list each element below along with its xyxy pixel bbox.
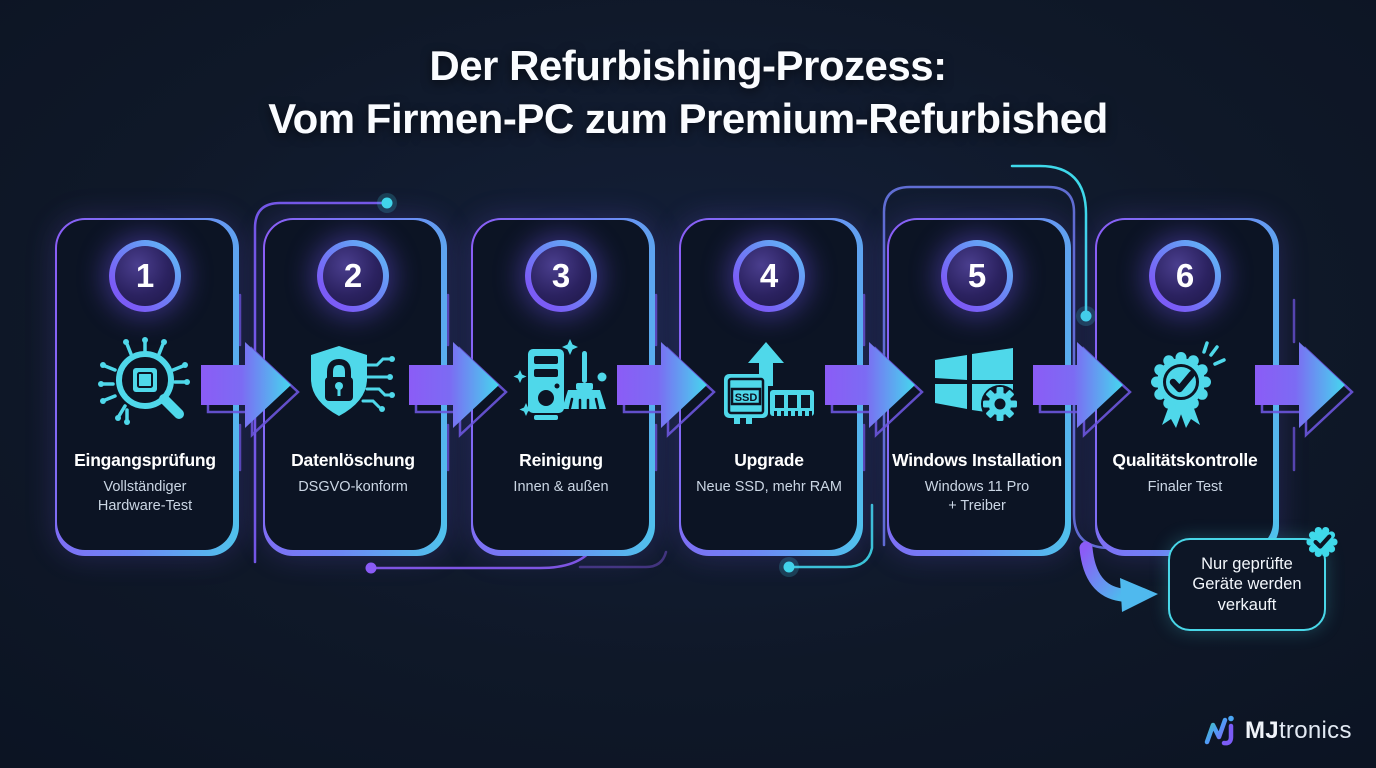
step-title: Windows Installation	[892, 450, 1062, 470]
step-card-2: 2 Da	[263, 218, 447, 556]
shield-lock-icon	[265, 324, 441, 444]
step-number: 2	[343, 257, 363, 294]
step-card-1: 1	[55, 218, 239, 556]
callout-box: Nur geprüfte Geräte werden verkauft	[1168, 538, 1326, 631]
quality-seal-icon	[1097, 324, 1273, 444]
step-subtitle: Finaler Test	[1147, 479, 1223, 496]
step-number: 5	[967, 257, 987, 294]
step-title: Eingangsprüfung	[74, 450, 216, 470]
circuit-dot	[1080, 310, 1092, 322]
step-title: Reinigung	[519, 450, 603, 470]
verified-badge-icon	[1306, 526, 1338, 558]
step-6-number-badge: 6	[1149, 240, 1221, 312]
pc-cleaning-icon	[473, 324, 649, 444]
page-title: Der Refurbishing-Prozess: Vom Firmen-PC …	[0, 40, 1376, 146]
step-subtitle: Innen & außen	[513, 479, 609, 496]
step-1-number-badge: 1	[109, 240, 181, 312]
step-number: 6	[1175, 257, 1195, 294]
brand-name-bold: MJ	[1245, 717, 1279, 744]
brand-logo-mark-icon	[1204, 715, 1234, 746]
step-title: Upgrade	[734, 450, 804, 470]
step-card-6: 6	[1095, 218, 1279, 556]
step-5-number-badge: 5	[941, 240, 1013, 312]
step-subtitle: Neue SSD, mehr RAM	[696, 479, 842, 496]
circuit-dot	[1076, 306, 1096, 326]
page-title-line2: Vom Firmen-PC zum Premium-Refurbished	[268, 94, 1108, 142]
circuit-dot	[365, 562, 377, 574]
circuit-dot	[783, 561, 795, 573]
circuit-dot	[381, 197, 393, 209]
step-title: Qualitätskontrolle	[1112, 450, 1258, 470]
brand-logo: MJtronics	[1204, 712, 1352, 750]
step-subtitle: Vollständiger Hardware-Test	[97, 479, 193, 515]
ssd-ram-upgrade-icon: SSD	[681, 324, 857, 444]
step-card-5: 5	[887, 218, 1071, 556]
circuit-dot	[377, 193, 397, 213]
step-card-3: 3	[471, 218, 655, 556]
step-number: 3	[551, 257, 571, 294]
step-2-number-badge: 2	[317, 240, 389, 312]
step-card-4: 4 SSD	[679, 218, 863, 556]
callout-text: Nur geprüfte Geräte werden verkauft	[1192, 554, 1302, 614]
chip-inspection-icon	[57, 324, 233, 444]
page-title-line1: Der Refurbishing-Prozess:	[429, 42, 947, 89]
circuit-dot	[779, 557, 799, 577]
ssd-label: SSD	[735, 392, 758, 404]
step-title: Datenlöschung	[291, 450, 415, 470]
brand-name-light: tronics	[1278, 717, 1352, 744]
step-subtitle: DSGVO-konform	[298, 479, 408, 496]
step-subtitle: Windows 11 Pro + Treiber	[924, 479, 1030, 515]
step-number: 4	[759, 257, 779, 294]
windows-gear-icon	[889, 324, 1065, 444]
callout-curved-arrow	[1079, 541, 1158, 612]
step-3-number-badge: 3	[525, 240, 597, 312]
brand-logo-text: MJtronics	[1245, 717, 1352, 745]
step-number: 1	[135, 257, 155, 294]
step-4-number-badge: 4	[733, 240, 805, 312]
